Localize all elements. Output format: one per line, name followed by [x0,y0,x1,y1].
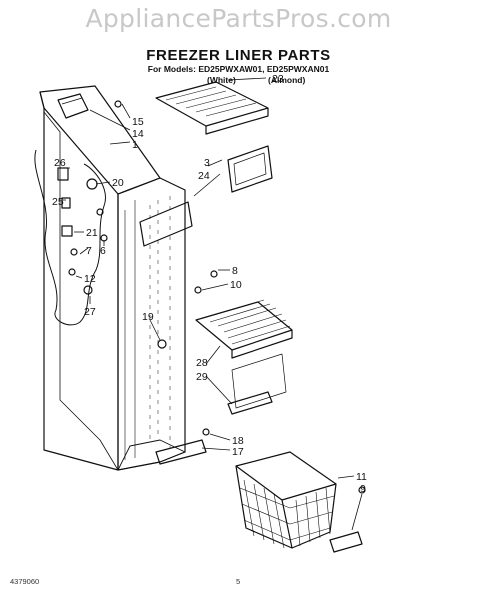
part-label-8: 8 [232,265,238,277]
thermostat-knob [86,178,98,190]
part-label-21: 21 [86,227,98,239]
page-title: FREEZER LINER PARTS [146,47,331,64]
part-label-1: 1 [132,139,138,151]
color-almond-label: (Almond) [268,75,306,85]
part-label-20: 20 [112,177,124,189]
part-label-26: 26 [54,157,66,169]
part-label-25: 25 [52,196,64,208]
part-label-19: 19 [142,311,154,323]
part-label-11: 11 [356,471,367,483]
clip-9 [329,531,363,553]
color-white-label: (White) [207,75,236,85]
part-label-29: 29 [196,371,208,383]
liner-back-wall [117,177,186,471]
part-label-3: 3 [204,157,210,169]
wiring-harness [34,149,106,326]
basket-top [235,451,337,501]
part-label-18: 18 [232,435,244,447]
part-label-28: 28 [196,357,208,369]
rail-17 [155,439,207,465]
part-label-23: 23 [272,73,284,85]
part-label-17: 17 [232,446,244,458]
air-duct-24 [139,201,193,247]
watermark: AppliancePartsPros.com [85,4,392,33]
model-numbers: For Models: ED25PWXAW01, ED25PWXAN01 [147,64,330,74]
light-shield [57,93,89,119]
part-label-27: 27 [84,306,96,318]
trim-29 [227,391,273,415]
document-code: 4379060 [10,577,40,586]
part-label-6: 6 [100,245,106,257]
part-label-9: 9 [360,483,366,495]
panel-3 [227,145,273,193]
part-label-15: 15 [132,116,144,128]
liner-floor [117,439,186,471]
part-label-14: 14 [132,128,144,140]
part-label-24: 24 [198,170,210,182]
part-label-10: 10 [230,279,242,291]
basket-body [235,465,337,549]
part-label-7: 7 [86,245,92,257]
light-socket [57,167,69,181]
page-number: 5 [236,577,241,586]
switch [61,225,73,237]
part-label-12: 12 [84,273,96,285]
